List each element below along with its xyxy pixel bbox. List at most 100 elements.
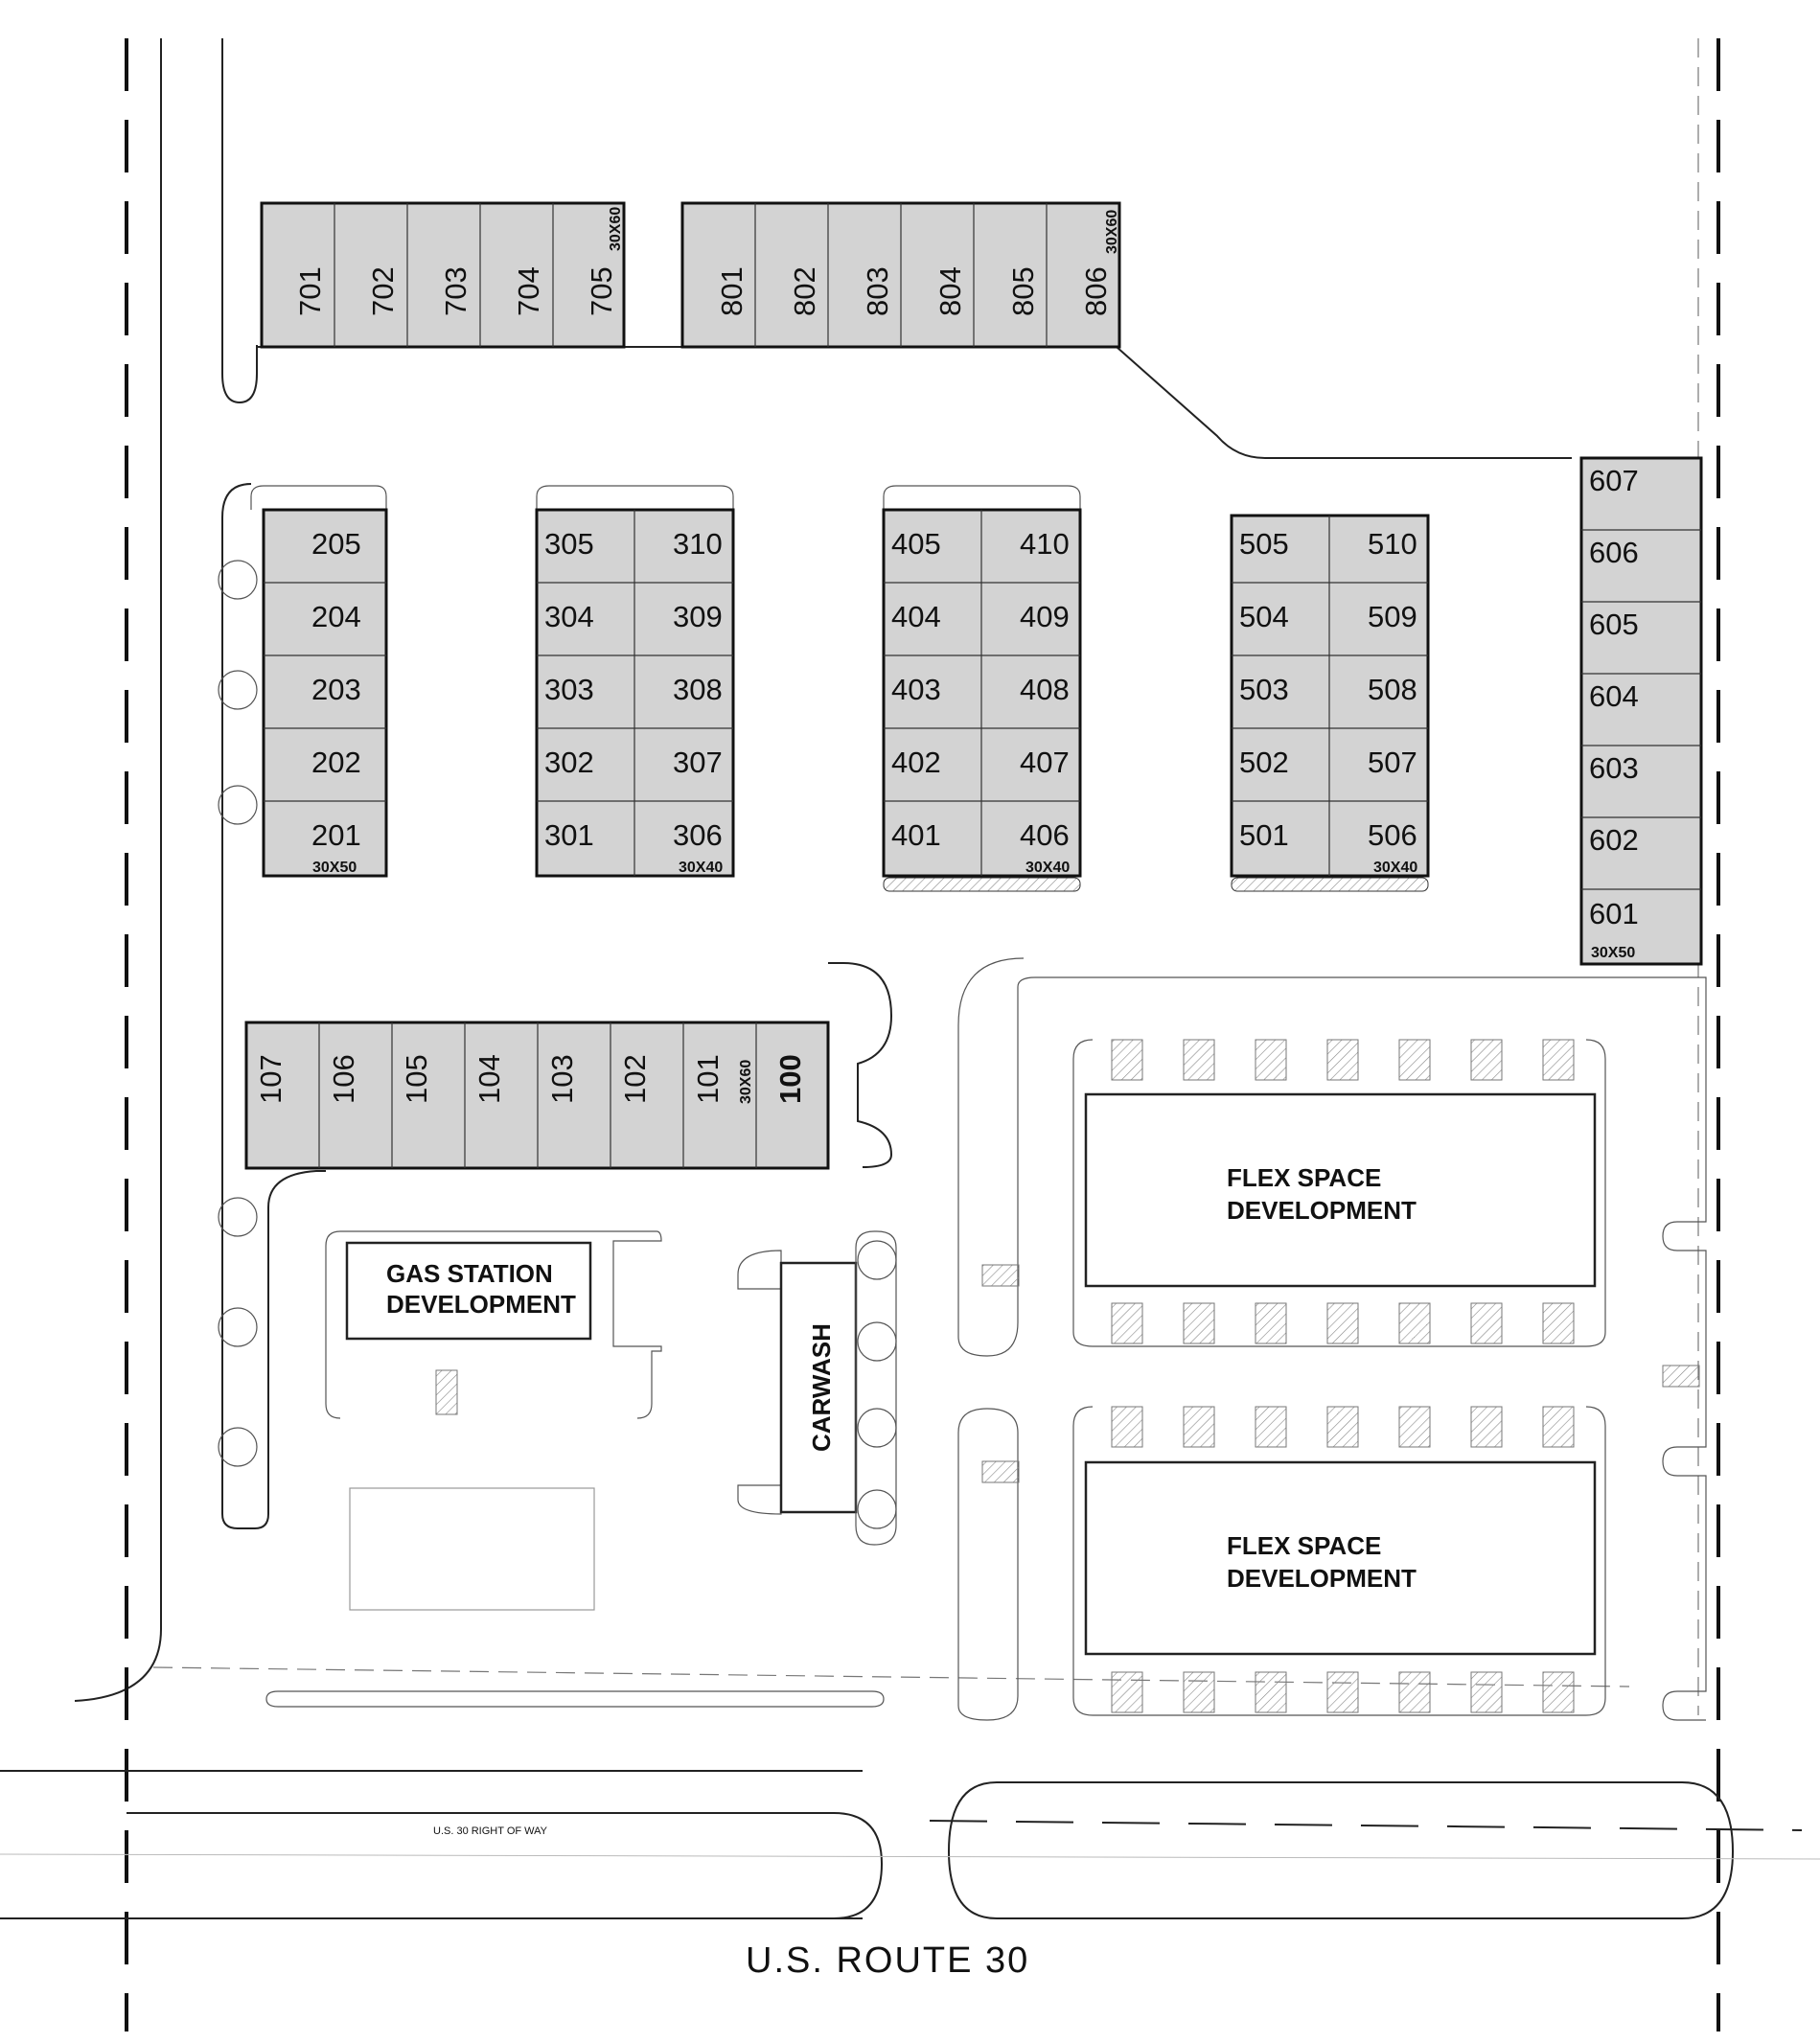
route-centerline <box>929 1820 1803 1831</box>
right-of-way-label: U.S. 30 RIGHT OF WAY <box>433 1825 548 1837</box>
unit-size-label: 30X50 <box>1591 945 1635 961</box>
unit-size-label: 30X60 <box>738 1060 754 1104</box>
unit-label: 406 <box>1020 818 1070 852</box>
unit-label: 703 <box>439 266 472 316</box>
tree-icon <box>857 1408 897 1448</box>
route-median-east <box>947 1781 1735 1919</box>
unit-size-label: 30X50 <box>312 860 357 876</box>
unit-label: 404 <box>891 600 941 633</box>
unit-label: 806 <box>1079 266 1113 316</box>
unit-label: 803 <box>861 266 894 316</box>
building-700: 701 702 703 704 705 30X60 <box>260 201 626 349</box>
unit-label: 804 <box>933 266 967 316</box>
tree-icon <box>218 785 258 825</box>
west-road-edge <box>74 38 162 1702</box>
unit-label: 102 <box>618 1054 652 1104</box>
unit-label: 306 <box>673 818 723 852</box>
building-200: 205 204 203 202 201 30X50 <box>250 485 388 878</box>
unit-label: 202 <box>311 746 361 779</box>
ne-lot-edge <box>1116 346 1572 459</box>
flex-space-building-bottom <box>1084 1460 1597 1656</box>
unit-label: 408 <box>1020 673 1070 706</box>
unit-label: 801 <box>715 266 749 316</box>
unit-label: 602 <box>1589 823 1639 857</box>
unit-label: 104 <box>472 1054 506 1104</box>
unit-label: 201 <box>311 818 361 852</box>
west-landscape-strip <box>218 483 326 1529</box>
unit-label: 506 <box>1368 818 1417 852</box>
flex-space-building-top <box>1084 1092 1597 1288</box>
unit-label: 705 <box>585 266 618 316</box>
unit-label: 605 <box>1589 608 1639 641</box>
unit-size-label: 30X40 <box>1373 860 1417 876</box>
west-road-inner <box>221 38 258 404</box>
unit-label: 502 <box>1239 746 1289 779</box>
unit-label: 101 <box>691 1054 725 1104</box>
unit-label: 310 <box>673 527 723 561</box>
tree-icon <box>218 1307 258 1347</box>
unit-label: 402 <box>891 746 941 779</box>
road-name-label: U.S. ROUTE 30 <box>746 1940 1029 1981</box>
unit-size-label: 30X60 <box>608 207 624 251</box>
unit-label: 510 <box>1368 527 1417 561</box>
flex-space-site: FLEX SPACE DEVELOPMENT FLEX SPACE DEVELO… <box>957 957 1707 1721</box>
building-100: 107 106 105 104 103 102 101 30X60 100 <box>244 962 893 1170</box>
unit-label: 305 <box>544 527 594 561</box>
unit-label: 309 <box>673 600 723 633</box>
unit-label: 107 <box>254 1054 288 1104</box>
route-median-west <box>127 1812 884 1919</box>
gas-station-label-line2: DEVELOPMENT <box>386 1290 576 1319</box>
building-600: 607 606 605 604 603 602 601 30X50 <box>1579 456 1703 966</box>
gas-station-building <box>345 1241 592 1341</box>
unit-label: 405 <box>891 527 941 561</box>
unit-label: 508 <box>1368 673 1417 706</box>
unit-label: 308 <box>673 673 723 706</box>
south-median <box>265 1690 885 1708</box>
unit-label: 203 <box>311 673 361 706</box>
unit-label: 100 <box>773 1054 807 1104</box>
unit-label: 507 <box>1368 746 1417 779</box>
unit-label: 607 <box>1589 464 1639 497</box>
unit-label: 604 <box>1589 679 1639 713</box>
unit-label: 601 <box>1589 897 1639 930</box>
carwash-site: CARWASH <box>737 1230 897 1546</box>
unit-label: 106 <box>327 1054 360 1104</box>
unit-label: 407 <box>1020 746 1070 779</box>
unit-label: 802 <box>788 266 821 316</box>
route-reference-line <box>0 1853 1820 1860</box>
unit-label: 503 <box>1239 673 1289 706</box>
unit-label: 304 <box>544 600 594 633</box>
building-300: 305 304 303 302 301 310 309 308 307 306 … <box>535 485 735 878</box>
unit-label: 409 <box>1020 600 1070 633</box>
unit-label: 401 <box>891 818 941 852</box>
flex-bottom-label-line2: DEVELOPMENT <box>1227 1564 1417 1593</box>
gas-station-label-line1: GAS STATION <box>386 1259 553 1288</box>
unit-label: 805 <box>1006 266 1040 316</box>
tree-icon <box>218 670 258 710</box>
unit-label: 307 <box>673 746 723 779</box>
unit-label: 701 <box>293 266 327 316</box>
tree-icon <box>857 1240 897 1280</box>
carwash-building <box>779 1261 858 1514</box>
unit-label: 702 <box>366 266 400 316</box>
unit-size-label: 30X40 <box>1025 860 1070 876</box>
tree-icon <box>218 560 258 600</box>
unit-label: 504 <box>1239 600 1289 633</box>
unit-label: 509 <box>1368 600 1417 633</box>
unit-label: 606 <box>1589 536 1639 569</box>
unit-label: 501 <box>1239 818 1289 852</box>
tree-icon <box>218 1197 258 1237</box>
unit-label: 302 <box>544 746 594 779</box>
unit-label: 205 <box>311 527 361 561</box>
flex-top-label-line1: FLEX SPACE <box>1227 1163 1381 1192</box>
south-property-line <box>152 1666 1630 1687</box>
unit-label: 403 <box>891 673 941 706</box>
unit-label: 105 <box>400 1054 433 1104</box>
unit-size-label: 30X60 <box>1104 210 1120 254</box>
fuel-canopy <box>349 1487 595 1611</box>
unit-label: 704 <box>512 266 545 316</box>
building-500: 505 504 503 502 501 510 509 508 507 506 … <box>1230 514 1430 892</box>
unit-label: 603 <box>1589 751 1639 785</box>
unit-label: 103 <box>545 1054 579 1104</box>
